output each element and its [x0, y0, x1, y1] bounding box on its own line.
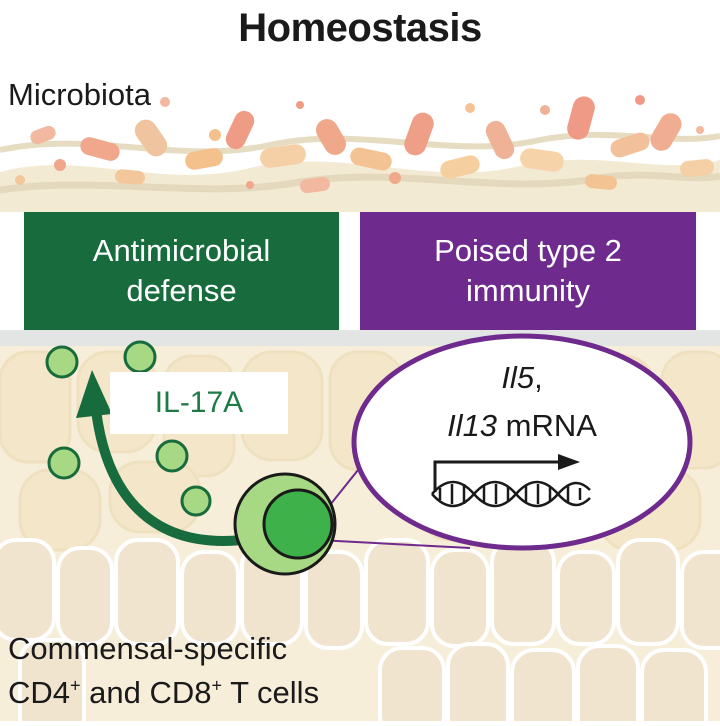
il17a-label: IL-17A: [110, 372, 288, 434]
type2-line2: immunity: [465, 273, 590, 308]
type2-immunity-box: Poised type 2 immunity: [360, 212, 696, 330]
mrna-zoom-ellipse: [351, 333, 693, 551]
tcells-text: T cells: [222, 675, 320, 710]
gene-il5: Il5: [501, 360, 535, 395]
cd8-sup: +: [211, 675, 223, 696]
antimicrobial-line1: Antimicrobial: [92, 233, 271, 268]
mrna-suffix: mRNA: [497, 408, 597, 443]
mrna-gene1-line: Il5,: [392, 358, 652, 398]
cd4-sup: +: [70, 675, 81, 696]
diagram-title: Homeostasis: [238, 6, 482, 50]
microbiota-label: Microbiota: [8, 77, 151, 112]
antimicrobial-defense-box: Antimicrobial defense: [24, 212, 339, 330]
cd4-text: CD4: [8, 675, 71, 710]
microbiota-bacteria: [15, 95, 714, 194]
t-cell: [233, 472, 337, 576]
dna-helix-icon: [431, 480, 591, 508]
gene-comma: ,: [534, 360, 543, 395]
antimicrobial-line2: defense: [126, 273, 237, 308]
gene-il13: Il13: [447, 408, 498, 443]
secretion-arrow: [76, 370, 247, 546]
type2-line1: Poised type 2: [434, 233, 622, 268]
tcell-label-line2: CD4+ and CD8+ T cells: [8, 674, 319, 712]
mrna-gene2-line: Il13 mRNA: [392, 406, 652, 446]
mucus-layer: [0, 131, 720, 212]
cd8-text: and CD8: [80, 675, 212, 710]
transcription-arrow: [433, 454, 580, 492]
tcell-label-line1: Commensal-specific: [8, 631, 288, 666]
